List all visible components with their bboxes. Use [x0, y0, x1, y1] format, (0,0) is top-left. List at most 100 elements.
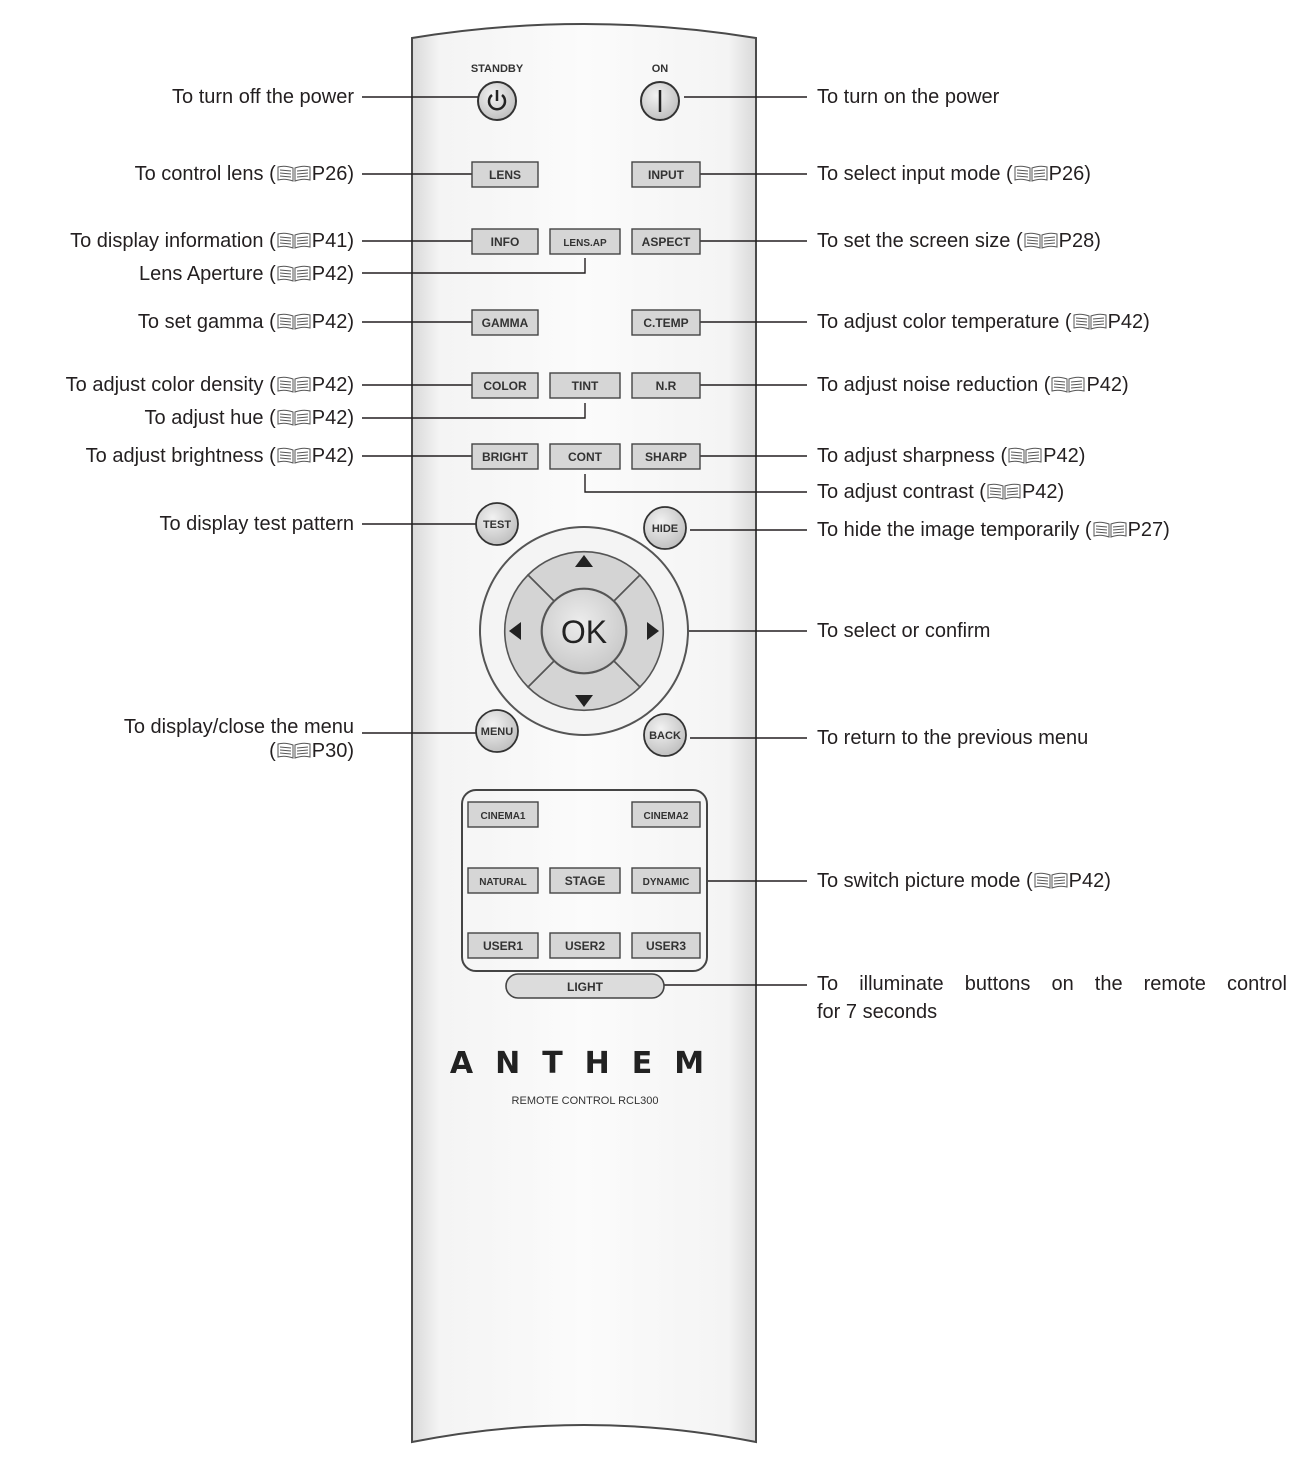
- standby-button[interactable]: [477, 81, 517, 121]
- user1-label: USER1: [483, 939, 523, 953]
- callout-hide: To hide the image temporarily (P27): [817, 519, 1170, 541]
- callout-select-confirm: To select or confirm: [817, 620, 991, 642]
- manual-page-icon: [277, 312, 311, 330]
- back-label: BACK: [649, 730, 681, 742]
- manual-page-icon: [1008, 446, 1042, 464]
- callout-picture-mode: To switch picture mode (P42): [817, 870, 1111, 892]
- test-label: TEST: [483, 519, 511, 531]
- manual-page-icon: [277, 264, 311, 282]
- gamma-button[interactable]: GAMMA: [471, 309, 539, 336]
- info-button[interactable]: INFO: [471, 228, 539, 255]
- dynamic-label: DYNAMIC: [643, 877, 690, 888]
- callout-contrast: To adjust contrast (P42): [817, 481, 1065, 503]
- ctemp-button[interactable]: C.TEMP: [631, 309, 701, 336]
- anthem-logo: ANTHEM: [450, 1046, 726, 1081]
- lens-ap-label: LENS.AP: [563, 238, 607, 249]
- test-button[interactable]: TEST: [475, 502, 519, 546]
- callout-sharpness: To adjust sharpness (P42): [817, 445, 1086, 467]
- dynamic-button[interactable]: DYNAMIC: [631, 867, 701, 894]
- rect-buttons: LENS INPUT INFO LENS.AP ASPECT GAMMA C.TEMP COL…: [467, 161, 701, 959]
- callout-power-on: To turn on the power: [817, 86, 1000, 108]
- callout-noise: To adjust noise reduction (P42): [817, 374, 1129, 396]
- manual-page-icon: [277, 408, 311, 426]
- sharp-button[interactable]: SHARP: [631, 443, 701, 470]
- callout-illuminate-2: for 7 seconds: [817, 1001, 938, 1023]
- user1-button[interactable]: USER1: [467, 932, 539, 959]
- user3-label: USER3: [646, 939, 686, 953]
- on-label: ON: [652, 63, 669, 75]
- manual-page-icon: [277, 741, 311, 759]
- stage-label: STAGE: [565, 874, 605, 888]
- color-button[interactable]: COLOR: [471, 372, 539, 399]
- leader-lines: [362, 96, 807, 986]
- light-button[interactable]: LIGHT: [505, 973, 665, 999]
- manual-page-icon: [277, 231, 311, 249]
- lens-ap-button[interactable]: LENS.AP: [549, 228, 621, 255]
- user2-label: USER2: [565, 939, 605, 953]
- manual-page-icon: [1034, 871, 1068, 889]
- callout-return-menu: To return to the previous menu: [817, 727, 1089, 749]
- tint-label: TINT: [572, 379, 599, 393]
- callout-input-mode: To select input mode (P26): [817, 163, 1091, 185]
- manual-page-icon: [1051, 375, 1085, 393]
- bright-button[interactable]: BRIGHT: [471, 443, 539, 470]
- on-button[interactable]: [640, 81, 680, 121]
- power-icon: [487, 90, 507, 111]
- menu-button[interactable]: MENU: [475, 709, 519, 753]
- sharp-label: SHARP: [645, 450, 687, 464]
- callout-set-gamma: To set gamma (P42): [137, 311, 354, 333]
- aspect-label: ASPECT: [642, 235, 691, 249]
- manual-page-icon: [277, 164, 311, 182]
- callout-screen-size: To set the screen size (P28): [817, 230, 1101, 252]
- cinema1-label: CINEMA1: [480, 811, 525, 822]
- natural-label: NATURAL: [479, 877, 527, 888]
- light-label: LIGHT: [567, 980, 604, 994]
- tint-button[interactable]: TINT: [549, 372, 621, 399]
- ok-button[interactable]: OK: [541, 588, 627, 674]
- callout-control-lens: To control lens (P26): [134, 163, 354, 185]
- back-button[interactable]: BACK: [643, 713, 687, 757]
- up-arrow-icon: [575, 555, 593, 567]
- left-arrow-icon: [509, 622, 521, 640]
- picture-mode-group: [461, 789, 708, 972]
- round-buttons: TEST HIDE MENU BACK: [475, 502, 687, 757]
- callout-color-temp: To adjust color temperature (P42): [817, 311, 1150, 333]
- cinema2-label: CINEMA2: [643, 811, 688, 822]
- callout-menu-ref: (P30): [269, 740, 354, 762]
- cinema2-button[interactable]: CINEMA2: [631, 801, 701, 828]
- natural-button[interactable]: NATURAL: [467, 867, 539, 894]
- callout-lens-aperture: Lens Aperture (P42): [139, 263, 354, 285]
- menu-label: MENU: [481, 726, 513, 738]
- manual-page-icon: [277, 375, 311, 393]
- manual-page-icon: [1014, 164, 1048, 182]
- callout-menu: To display/close the menu: [123, 716, 354, 738]
- lens-label: LENS: [489, 168, 521, 182]
- nr-button[interactable]: N.R: [631, 372, 701, 399]
- manual-page-icon: [1093, 520, 1127, 538]
- manual-page-icon: [277, 446, 311, 464]
- input-label: INPUT: [648, 168, 685, 182]
- standby-label: STANDBY: [471, 63, 524, 75]
- cont-button[interactable]: CONT: [549, 443, 621, 470]
- callout-test-pattern: To display test pattern: [159, 513, 354, 535]
- gamma-label: GAMMA: [482, 316, 529, 330]
- hide-button[interactable]: HIDE: [643, 506, 687, 550]
- cinema1-button[interactable]: CINEMA1: [467, 801, 539, 828]
- callout-brightness: To adjust brightness (P42): [85, 445, 354, 467]
- manual-page-icon: [987, 482, 1021, 500]
- model-label: REMOTE CONTROL RCL300: [512, 1095, 659, 1107]
- input-button[interactable]: INPUT: [631, 161, 701, 188]
- user2-button[interactable]: USER2: [549, 932, 621, 959]
- info-label: INFO: [491, 235, 520, 249]
- hide-label: HIDE: [652, 523, 678, 535]
- user3-button[interactable]: USER3: [631, 932, 701, 959]
- lens-button[interactable]: LENS: [471, 161, 539, 188]
- callout-color-density: To adjust color density (P42): [65, 374, 354, 396]
- manual-page-icon: [1073, 312, 1107, 330]
- brand-logo: ANTHEM: [450, 1046, 726, 1081]
- bright-label: BRIGHT: [482, 450, 529, 464]
- ctemp-label: C.TEMP: [643, 316, 688, 330]
- aspect-button[interactable]: ASPECT: [631, 228, 701, 255]
- stage-button[interactable]: STAGE: [549, 867, 621, 894]
